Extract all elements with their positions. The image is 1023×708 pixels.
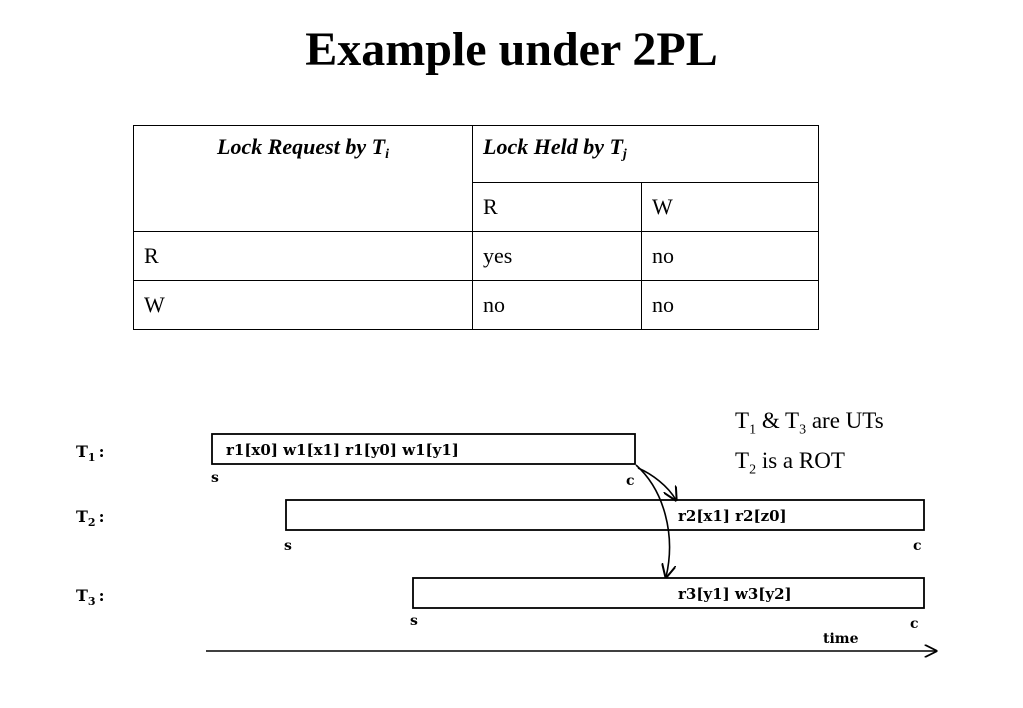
- t3-commit-marker: c: [910, 616, 919, 632]
- held-mode-w: W: [641, 182, 819, 232]
- t2-commit-marker: c: [913, 538, 922, 554]
- request-mode-cell: W: [133, 280, 473, 330]
- note-read-only-transaction: T2 is a ROT: [735, 448, 845, 478]
- t2-label: T2:: [76, 507, 104, 529]
- compat-cell: yes: [472, 231, 642, 281]
- t3-label: T3:: [76, 586, 104, 608]
- arrow-t1-to-t3: [635, 464, 669, 577]
- table-row: W no no: [133, 280, 819, 330]
- page-title: Example under 2PL: [305, 23, 718, 76]
- t1-bar: [211, 433, 636, 465]
- t3-start-marker: s: [410, 613, 418, 629]
- t1-start-marker: s: [211, 470, 219, 486]
- t1-operations: r1[x0] w1[x1] r1[y0] w1[y1]: [226, 441, 459, 459]
- held-mode-r: R: [472, 182, 642, 232]
- t3-bar: [412, 577, 925, 609]
- t1-commit-marker: c: [626, 473, 635, 489]
- t2-operations: r2[x1] r2[z0]: [678, 507, 787, 525]
- t1-label: T1:: [76, 442, 104, 464]
- compat-cell: no: [641, 231, 819, 281]
- note-update-transactions: T1 & T3 are UTs: [735, 408, 884, 438]
- time-axis-label: time: [823, 631, 859, 647]
- request-mode-cell: R: [133, 231, 473, 281]
- lock-compatibility-table: Lock Request by Ti Lock Held by Tj R W R…: [133, 125, 819, 330]
- table-row: R yes no: [133, 231, 819, 281]
- header-lock-held: Lock Held by Tj: [472, 125, 819, 183]
- t2-bar: [285, 499, 925, 531]
- t3-operations: r3[y1] w3[y2]: [678, 585, 792, 603]
- t2-start-marker: s: [284, 538, 292, 554]
- compat-cell: no: [472, 280, 642, 330]
- compat-cell: no: [641, 280, 819, 330]
- header-lock-request: Lock Request by Ti: [133, 125, 473, 232]
